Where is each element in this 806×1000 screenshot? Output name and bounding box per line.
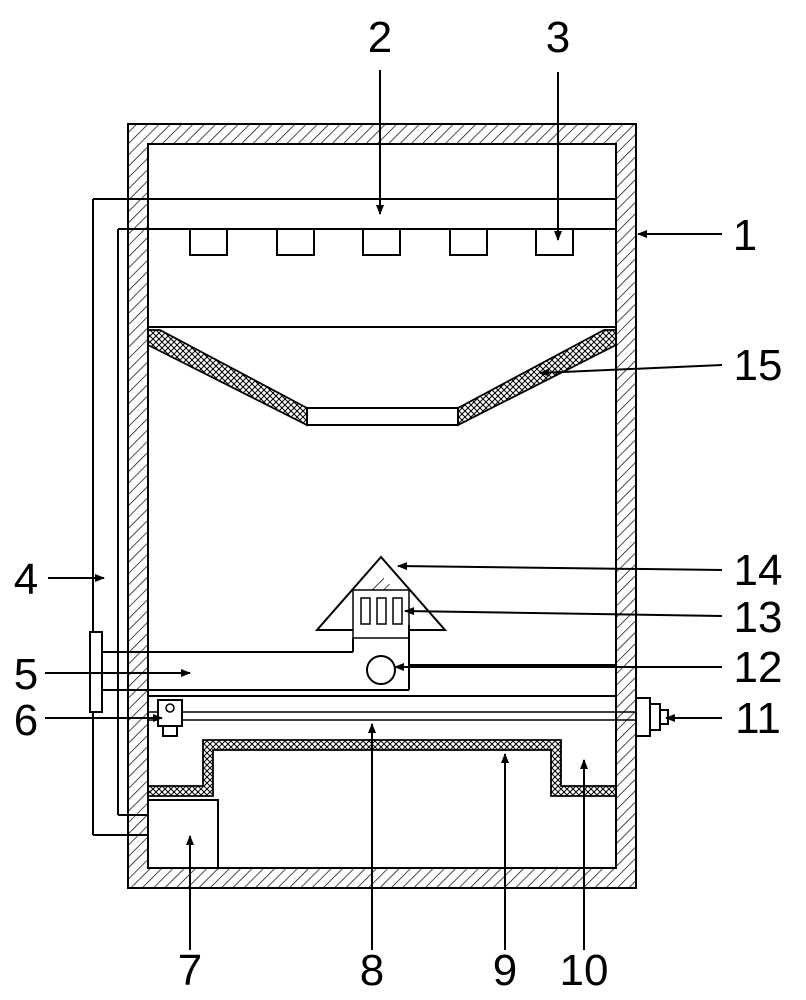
label-10: 10	[560, 946, 609, 995]
funnel	[147, 326, 617, 427]
leader-arrows	[45, 70, 723, 950]
bottom-tray	[147, 739, 617, 797]
label-3: 3	[546, 13, 570, 62]
label-4: 4	[14, 555, 38, 604]
central-unit	[102, 555, 616, 691]
label-13: 13	[734, 593, 783, 642]
label-8: 8	[360, 946, 384, 995]
label-2: 2	[368, 13, 392, 62]
label-7: 7	[178, 946, 202, 995]
label-14: 14	[734, 546, 783, 595]
label-15: 15	[734, 341, 783, 390]
collection-box	[147, 799, 219, 869]
label-12: 12	[734, 643, 783, 692]
label-5: 5	[14, 650, 38, 699]
rod-assembly	[148, 695, 669, 737]
label-1: 1	[733, 211, 757, 260]
label-9: 9	[493, 946, 517, 995]
nozzles	[189, 228, 574, 256]
label-6: 6	[14, 696, 38, 745]
label-11: 11	[735, 694, 781, 743]
housing	[127, 123, 637, 889]
top-pipe	[93, 198, 616, 230]
